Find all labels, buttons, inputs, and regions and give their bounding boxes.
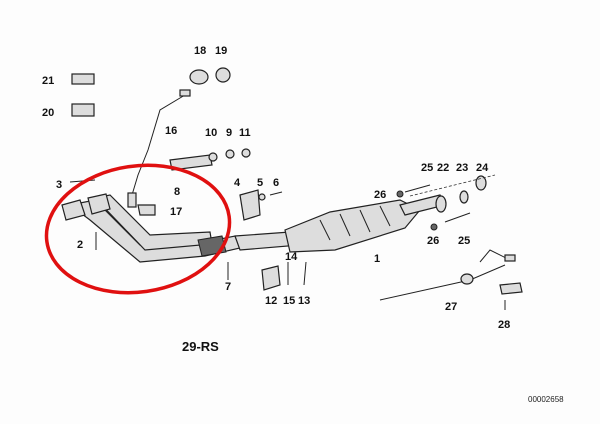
highlight-ellipse [44,163,232,295]
callout-25-lower[interactable]: 25 [458,235,470,247]
callout-12[interactable]: 12 [265,295,277,307]
sensor-and-clamps [69,67,307,291]
callout-11[interactable]: 11 [239,127,251,139]
callout-6[interactable]: 6 [273,177,279,189]
front-pipe-assembly [61,193,302,263]
callout-3[interactable]: 3 [56,179,62,191]
callout-26-upper[interactable]: 26 [374,189,386,201]
callout-23[interactable]: 23 [456,162,468,174]
callout-4[interactable]: 4 [234,177,241,189]
callout-17[interactable]: 17 [170,206,182,218]
callout-20[interactable]: 20 [42,107,54,119]
callout-27[interactable]: 27 [445,301,457,313]
callout-8[interactable]: 8 [174,186,180,198]
callout-16[interactable]: 16 [165,125,177,137]
mount-hardware-right [396,174,496,231]
diagram-title: 29-RS [182,339,219,354]
callout-9[interactable]: 9 [226,127,232,139]
callout-10[interactable]: 10 [205,127,217,139]
callout-5[interactable]: 5 [257,177,263,189]
callout-21[interactable]: 21 [42,75,54,87]
callout-2[interactable]: 2 [77,239,83,251]
callout-13[interactable]: 13 [298,295,310,307]
callout-15[interactable]: 15 [283,295,295,307]
callout-14[interactable]: 14 [285,251,298,263]
callout-1[interactable]: 1 [374,253,380,265]
oxygen-sensor-cable [379,249,523,310]
reference-number: 00002658 [528,395,564,404]
callout-19[interactable]: 19 [215,45,227,57]
callout-7[interactable]: 7 [225,281,231,293]
callout-24[interactable]: 24 [476,162,489,174]
callout-18[interactable]: 18 [194,45,206,57]
callout-26-lower[interactable]: 26 [427,235,439,247]
callout-28[interactable]: 28 [498,319,510,331]
catalytic-converter [284,194,446,253]
callout-22[interactable]: 22 [437,162,449,174]
callout-25-upper[interactable]: 25 [421,162,433,174]
